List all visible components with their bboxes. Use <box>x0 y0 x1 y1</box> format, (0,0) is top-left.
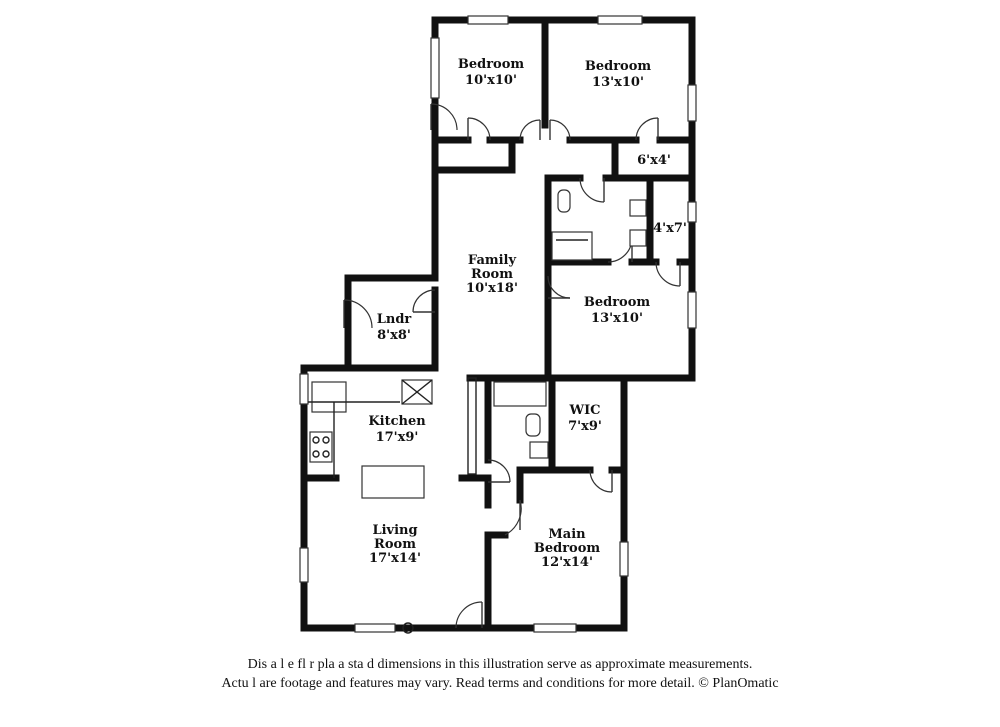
kitchen-island <box>361 465 425 499</box>
room-bedroom-3-name: Bedroom <box>584 295 651 310</box>
meter-icon <box>402 622 414 634</box>
room-bedroom-1-name: Bedroom <box>458 57 525 72</box>
window <box>687 291 697 329</box>
room-laundry-size: 8'x8' <box>377 328 411 343</box>
disclaimer-line-1: Dis a l e fl r pla a sta d dimensions in… <box>247 657 753 672</box>
room-closet-6x4-size: 6'x4' <box>637 153 671 168</box>
room-bedroom-1-size: 10'x10' <box>465 73 517 88</box>
sink <box>529 441 549 459</box>
room-wic-name: WIC <box>568 403 600 418</box>
window <box>687 201 697 223</box>
windows <box>299 15 697 633</box>
room-kitchen-name: Kitchen <box>368 414 426 429</box>
meter-label: R <box>405 625 412 634</box>
room-main-bedroom-name2: Bedroom <box>534 541 601 556</box>
sink <box>629 229 647 247</box>
room-family-size: 10'x18' <box>466 281 518 296</box>
sink <box>629 199 647 217</box>
room-living-size: 17'x14' <box>369 551 421 566</box>
room-family-name2: Room <box>471 267 513 282</box>
room-closet-4x7-size: 4'x7' <box>653 221 687 236</box>
window <box>299 373 309 405</box>
window <box>354 623 396 633</box>
toilet <box>557 189 571 213</box>
window <box>687 84 697 122</box>
room-bedroom-2-name: Bedroom <box>585 59 652 74</box>
bathtub <box>493 381 547 407</box>
window <box>619 541 629 577</box>
room-main-bedroom-size: 12'x14' <box>541 555 593 570</box>
room-labels: Bedroom 10'x10' Bedroom 13'x10' 6'x4' 4'… <box>368 57 687 634</box>
room-bedroom-2-size: 13'x10' <box>592 75 644 90</box>
window <box>467 15 509 25</box>
window <box>430 37 440 99</box>
room-laundry-name: Lndr <box>377 312 412 327</box>
toilet <box>525 413 541 437</box>
room-living-name: Living <box>372 523 417 538</box>
sink <box>311 381 347 413</box>
window <box>533 623 577 633</box>
room-bedroom-3-size: 13'x10' <box>591 311 643 326</box>
room-family-name: Family <box>468 253 517 268</box>
room-wic-size: 7'x9' <box>568 419 602 434</box>
window <box>299 547 309 583</box>
disclaimer-line-2: Actu l are footage and features may vary… <box>221 676 779 691</box>
window <box>597 15 643 25</box>
room-kitchen-size: 17'x9' <box>376 430 419 445</box>
stove <box>309 431 333 463</box>
bathtub <box>551 231 593 261</box>
room-main-bedroom-name: Main <box>548 527 586 542</box>
room-living-name2: Room <box>374 537 416 552</box>
fixtures <box>308 189 647 634</box>
